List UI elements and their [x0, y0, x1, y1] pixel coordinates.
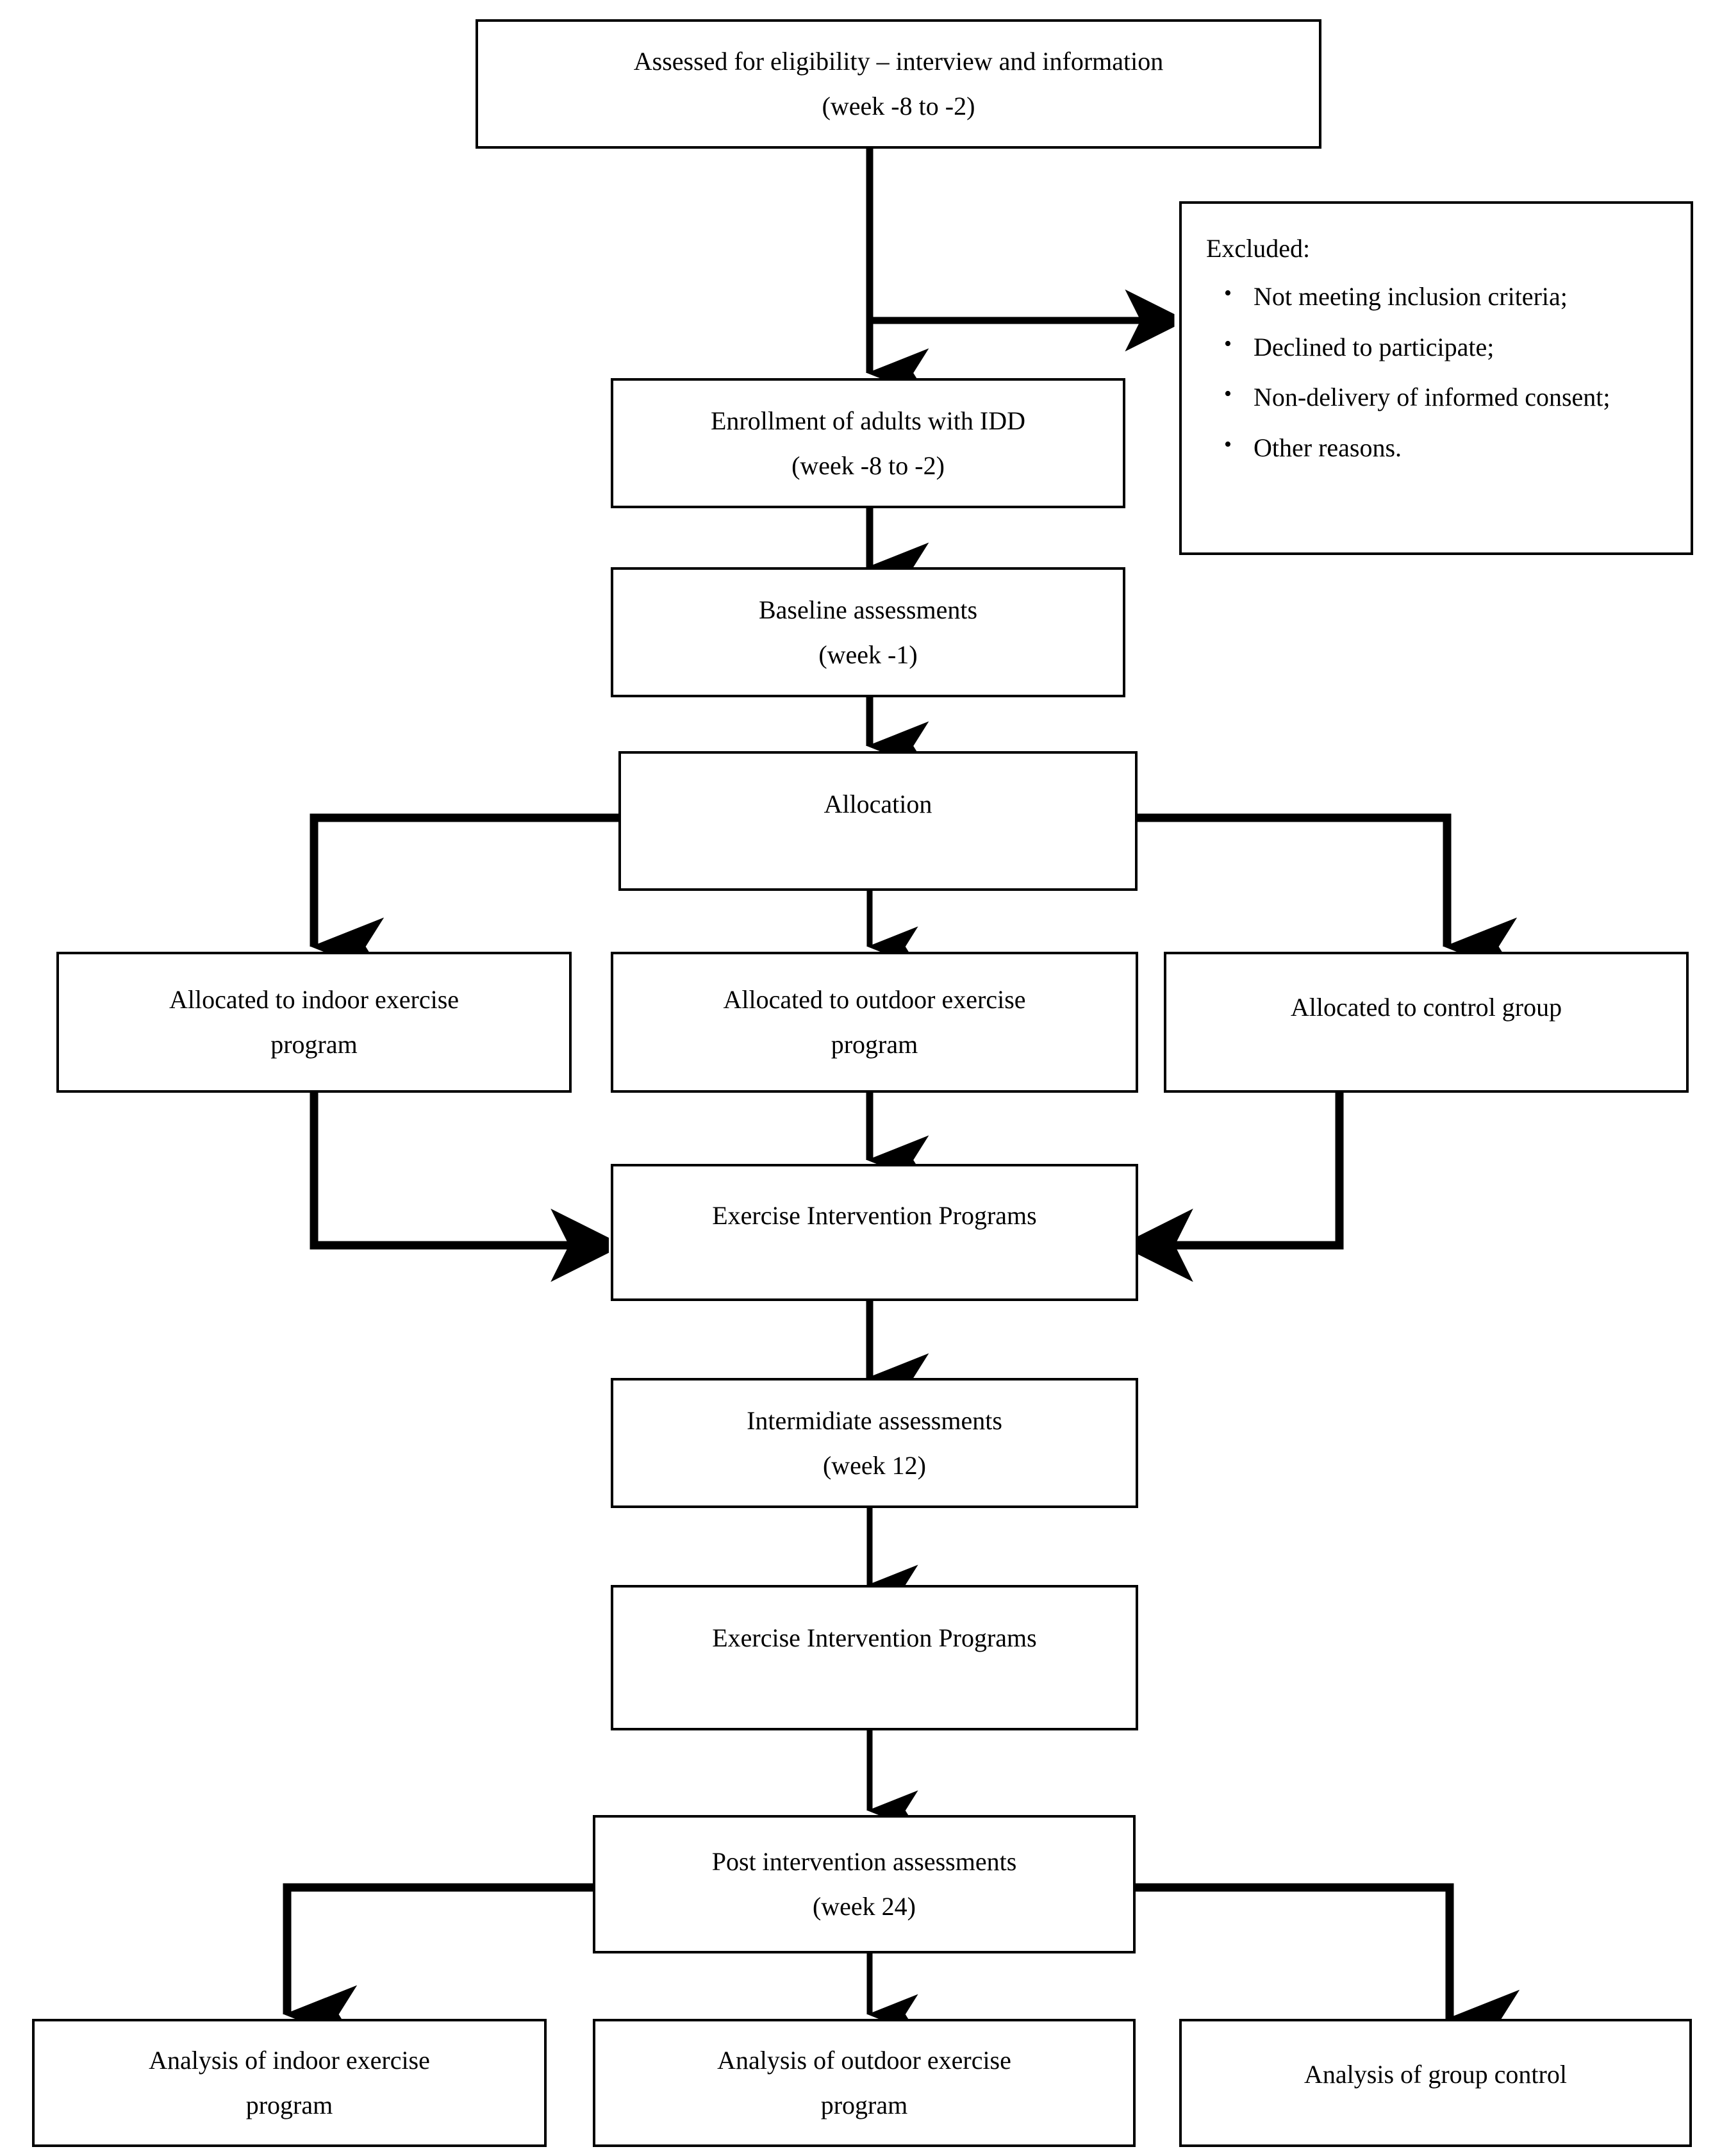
node-label: Assessed for eligibility – interview and…	[487, 39, 1310, 129]
excluded-title: Excluded:	[1206, 234, 1311, 263]
excluded-item-text: Declined to participate;	[1254, 332, 1494, 361]
list-item: Non-delivery of informed consent;	[1224, 376, 1665, 420]
node-exercise-intervention-programs-2: Exercise Intervention Programs	[611, 1585, 1138, 1730]
excluded-item-text: Not meeting inclusion criteria;	[1254, 281, 1568, 311]
node-line-1: Allocated to indoor exercise	[169, 985, 459, 1014]
node-intermidiate-assessments: Intermidiate assessments (week 12)	[611, 1378, 1138, 1508]
node-line-1: Assessed for eligibility – interview and…	[633, 47, 1164, 76]
edge-allocation-to-control	[1138, 813, 1518, 976]
node-assessed-for-eligibility: Assessed for eligibility – interview and…	[476, 19, 1321, 149]
list-item: Declined to participate;	[1224, 326, 1665, 370]
node-label: Analysis of indoor exercise program	[44, 2038, 535, 2128]
node-line-1: Allocated to control group	[1290, 993, 1562, 1022]
node-analysis-indoor: Analysis of indoor exercise program	[32, 2019, 547, 2147]
edge-post-to-analysis-indoor	[283, 1883, 593, 2044]
node-post-intervention-assessments: Post intervention assessments (week 24)	[593, 1815, 1136, 1953]
excluded-item-text: Non-delivery of informed consent;	[1254, 383, 1610, 412]
node-analysis-control: Analysis of group control	[1179, 2019, 1692, 2147]
node-line-1: Baseline assessments	[758, 595, 978, 624]
node-label: Post intervention assessments (week 24)	[604, 1839, 1124, 1929]
edge-allocation-to-indoor	[310, 813, 618, 976]
node-label: Analysis of group control	[1191, 2052, 1680, 2097]
node-line-1: Analysis of indoor exercise	[149, 2046, 430, 2075]
node-line-1: Allocated to outdoor exercise	[723, 985, 1026, 1014]
node-line-1: Post intervention assessments	[711, 1847, 1017, 1876]
node-allocated-indoor: Allocated to indoor exercise program	[56, 952, 572, 1093]
node-baseline-assessments: Baseline assessments (week -1)	[611, 567, 1125, 697]
node-line-1: Exercise Intervention Programs	[712, 1201, 1037, 1230]
excluded-reason-list: Not meeting inclusion criteria; Declined…	[1206, 275, 1665, 470]
node-label: Enrollment of adults with IDD (week -8 t…	[622, 399, 1114, 488]
node-label: Allocation	[630, 782, 1126, 827]
node-line-1: Exercise Intervention Programs	[712, 1623, 1037, 1652]
edge-indoor-to-intervention	[310, 1093, 606, 1245]
node-line-2: (week 12)	[822, 1450, 927, 1480]
node-line-2: program	[245, 2091, 333, 2119]
node-allocation: Allocation	[618, 751, 1138, 891]
node-analysis-outdoor: Analysis of outdoor exercise program	[593, 2019, 1136, 2147]
node-line-1: Enrollment of adults with IDD	[710, 406, 1026, 435]
node-line-2: (week -8 to -2)	[822, 92, 975, 120]
node-allocated-outdoor: Allocated to outdoor exercise program	[611, 952, 1138, 1093]
node-line-1: Analysis of group control	[1304, 2060, 1567, 2089]
node-line-1: Analysis of outdoor exercise	[717, 2046, 1011, 2075]
node-allocated-control: Allocated to control group	[1164, 952, 1689, 1093]
node-label: Analysis of outdoor exercise program	[604, 2038, 1124, 2128]
node-line-2: (week -8 to -2)	[791, 451, 945, 480]
node-label: Exercise Intervention Programs	[622, 1193, 1127, 1238]
excluded-item-text: Other reasons.	[1254, 433, 1402, 463]
node-line-2: program	[270, 1030, 358, 1059]
list-item: Not meeting inclusion criteria;	[1224, 275, 1665, 319]
node-line-2: program	[831, 1030, 918, 1059]
node-label: Intermidiate assessments (week 12)	[622, 1398, 1127, 1488]
node-label: Allocated to outdoor exercise program	[622, 977, 1127, 1067]
node-excluded: Excluded: Not meeting inclusion criteria…	[1179, 201, 1693, 555]
list-item: Other reasons.	[1224, 426, 1665, 470]
edge-control-to-intervention	[1138, 1093, 1344, 1245]
node-line-2: program	[820, 2091, 908, 2119]
node-label: Allocated to indoor exercise program	[68, 977, 560, 1067]
node-line-2: (week -1)	[818, 640, 918, 669]
node-enrollment: Enrollment of adults with IDD (week -8 t…	[611, 378, 1125, 508]
node-line-1: Allocation	[824, 790, 932, 818]
node-line-2: (week 24)	[812, 1892, 916, 1921]
edge-post-to-analysis-control	[1136, 1883, 1520, 2048]
node-label: Baseline assessments (week -1)	[622, 588, 1114, 677]
node-line-1: Intermidiate assessments	[747, 1406, 1002, 1435]
node-label: Allocated to control group	[1175, 985, 1677, 1030]
node-exercise-intervention-programs-1: Exercise Intervention Programs	[611, 1164, 1138, 1301]
node-label: Exercise Intervention Programs	[622, 1616, 1127, 1661]
